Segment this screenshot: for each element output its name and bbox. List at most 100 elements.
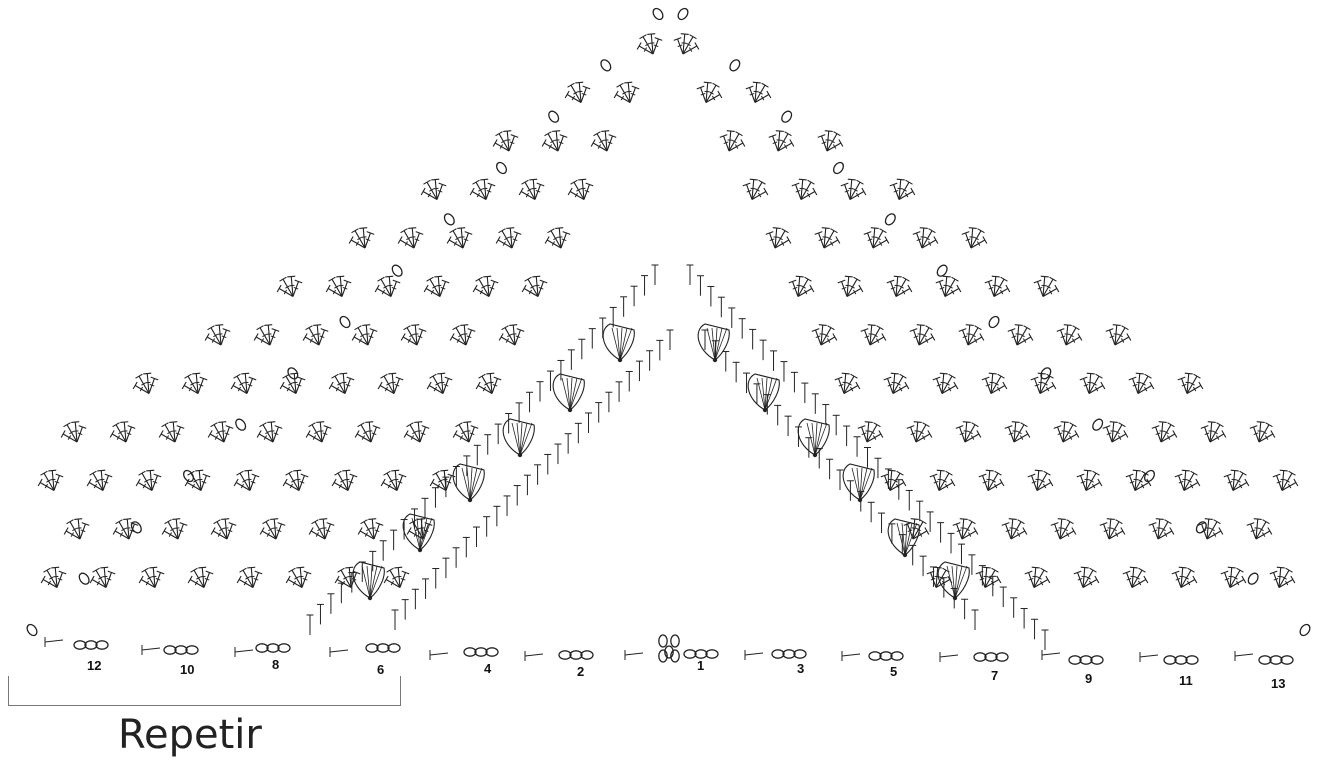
chain-stitch bbox=[832, 161, 846, 176]
stitch-top-bar bbox=[165, 520, 172, 524]
turning-line bbox=[142, 648, 160, 650]
stitch-top-bar bbox=[1095, 576, 1099, 583]
stitch-top-bar bbox=[1041, 568, 1048, 572]
fan-stitch bbox=[473, 276, 498, 296]
stitch-top-bar bbox=[1168, 423, 1175, 427]
chain-stitch bbox=[695, 650, 707, 658]
fan-stitch bbox=[182, 373, 207, 393]
stitch-top-bar bbox=[923, 423, 930, 427]
fan-stitch bbox=[309, 519, 334, 539]
stitch-top-bar bbox=[218, 422, 226, 423]
stitch-top-bar bbox=[335, 471, 342, 475]
row-label-13: 13 bbox=[1271, 676, 1285, 691]
fan-stitch bbox=[743, 179, 768, 199]
stitch-top-bar bbox=[185, 374, 192, 378]
stitch-top-bar bbox=[1147, 479, 1151, 486]
stitch-top-bar bbox=[897, 179, 905, 180]
stitch-top-bar bbox=[493, 140, 497, 147]
stitch-top-bar bbox=[1228, 567, 1236, 568]
stitch-top-bar bbox=[430, 479, 434, 486]
stitch-top-bar bbox=[614, 91, 618, 98]
stitch-top-bar bbox=[888, 470, 896, 471]
fan-stitch bbox=[614, 82, 639, 102]
stitch-top-bar bbox=[972, 423, 979, 427]
stitch-top-bar bbox=[931, 334, 935, 341]
chain-stitch bbox=[377, 644, 389, 652]
fan-stitch bbox=[398, 228, 423, 248]
stitch-top-bar bbox=[1093, 471, 1100, 475]
chain-stitch bbox=[1298, 623, 1312, 638]
cluster-shell bbox=[748, 374, 779, 412]
stitch-top-bar bbox=[401, 334, 405, 341]
stitch-top-bar bbox=[1182, 470, 1190, 471]
stitch-top-bar bbox=[329, 277, 336, 281]
chain-stitch bbox=[278, 644, 290, 652]
stitch-top-bar bbox=[900, 374, 907, 378]
chain-stitch bbox=[1080, 656, 1092, 664]
stitch-top-bar bbox=[914, 422, 922, 423]
cluster-shell bbox=[603, 324, 634, 362]
stitch-top-bar bbox=[407, 423, 414, 427]
turning-line bbox=[625, 653, 643, 655]
fan-stitch bbox=[841, 179, 866, 199]
stitch-top-bar bbox=[384, 576, 388, 583]
stitch-top-bar bbox=[136, 374, 143, 378]
stitch-top-bar bbox=[309, 423, 316, 427]
stitch-top-bar bbox=[408, 228, 416, 229]
stitch-top-bar bbox=[208, 326, 215, 330]
fan-stitch bbox=[982, 373, 1007, 393]
stitch-top-bar bbox=[940, 373, 948, 374]
stitch-top-bar bbox=[1266, 423, 1273, 427]
stitch-top-bar bbox=[257, 326, 264, 330]
fan-stitch bbox=[1273, 470, 1298, 490]
stitch-top-bar bbox=[764, 188, 768, 195]
cluster-shell bbox=[798, 419, 829, 457]
stitch-top-bar bbox=[1150, 382, 1154, 389]
stitch-top-bar bbox=[473, 180, 480, 184]
stitch-top-bar bbox=[280, 277, 287, 281]
stitch-top-bar bbox=[139, 471, 146, 475]
chain-stitch bbox=[987, 315, 1001, 330]
stitch-top-bar bbox=[796, 276, 804, 277]
fan-stitch bbox=[766, 228, 791, 248]
stitch-top-bar bbox=[1208, 422, 1216, 423]
fan-stitch bbox=[38, 470, 63, 490]
stitch-top-bar bbox=[387, 568, 394, 572]
turning-line bbox=[525, 654, 543, 656]
stitch-top-bar bbox=[260, 528, 264, 535]
shell-join-dot bbox=[763, 408, 767, 412]
stitch-top-bar bbox=[352, 229, 359, 233]
row-label-10: 10 bbox=[180, 662, 194, 677]
stitch-top-bar bbox=[920, 228, 928, 229]
stitch-top-bar bbox=[637, 43, 641, 50]
stitch-top-bar bbox=[1254, 519, 1262, 520]
stitch-top-bar bbox=[894, 276, 902, 277]
turning-chain bbox=[940, 652, 958, 662]
stitch-top-bar bbox=[362, 325, 370, 326]
fan-stitch bbox=[1224, 470, 1249, 490]
fan-stitch bbox=[522, 276, 547, 296]
fan-stitch bbox=[913, 228, 938, 248]
chain-stitch bbox=[1164, 656, 1176, 664]
stitch-top-bar bbox=[437, 373, 445, 374]
fan-stitch bbox=[1080, 373, 1105, 393]
stitch-top-bar bbox=[326, 285, 330, 292]
stitch-top-bar bbox=[332, 374, 339, 378]
stitch-top-bar bbox=[1130, 567, 1138, 568]
stitch-top-bar bbox=[286, 576, 290, 583]
stitch-top-bar bbox=[819, 325, 827, 326]
shell-join-dot bbox=[418, 548, 422, 552]
turning-line bbox=[1042, 653, 1060, 655]
stitch-top-bar bbox=[404, 431, 408, 438]
stitch-top-bar bbox=[375, 285, 379, 292]
stitch-top-bar bbox=[424, 285, 428, 292]
stitch-top-bar bbox=[1231, 470, 1239, 471]
row-label-7: 7 bbox=[991, 668, 998, 683]
stitch-top-bar bbox=[813, 188, 817, 195]
stitch-top-bar bbox=[954, 382, 958, 389]
fan-stitch bbox=[1074, 567, 1099, 587]
fan-stitch bbox=[499, 325, 524, 345]
stitch-top-bar bbox=[205, 334, 209, 341]
stitch-top-bar bbox=[191, 568, 198, 572]
treble-stitch-bands bbox=[307, 265, 1049, 650]
